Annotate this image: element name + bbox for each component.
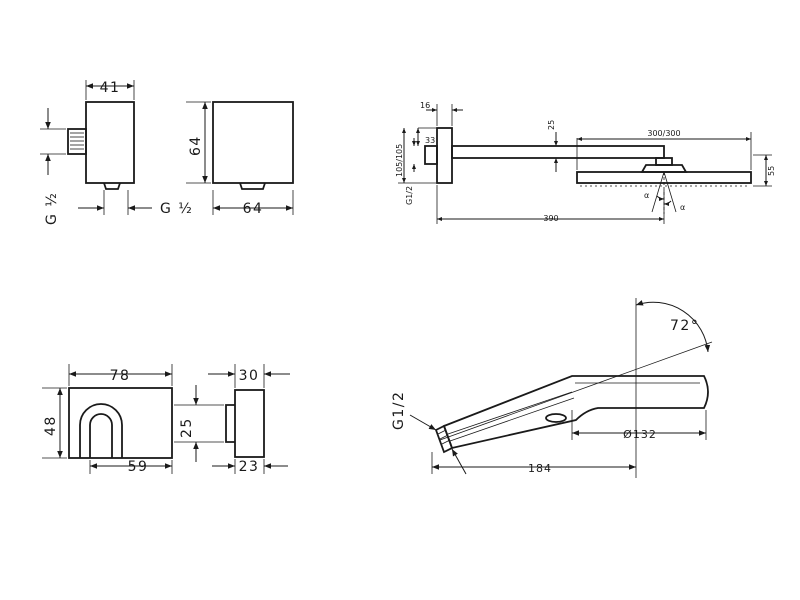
- outlet-connector: [67, 128, 87, 155]
- holder-side-base-label: 23: [239, 459, 260, 475]
- holder-opening-label: 59: [128, 459, 149, 475]
- holder-cradle: [79, 403, 123, 458]
- hand-shower-thread-label: G1/2: [391, 391, 407, 430]
- arm-wall-offset-label: 16: [420, 101, 430, 110]
- arm-head-height-label: 55: [767, 166, 776, 176]
- outlet-side-body: [85, 101, 135, 184]
- arm-thread-label: G1/2: [405, 186, 414, 205]
- holder-side-depth-label: 30: [239, 368, 260, 384]
- outlet-depth-label: 64: [243, 201, 264, 217]
- hand-shower-view: 72° G1/2 Ø132 184: [391, 298, 713, 478]
- outlet-width-label: 41: [100, 80, 121, 96]
- hand-shower-body: [442, 375, 709, 450]
- arm-head-size-label: 300/300: [647, 129, 680, 138]
- holder-width-label: 78: [110, 368, 131, 384]
- arm-pipe: [451, 145, 665, 159]
- holder-side-body: [234, 389, 265, 458]
- arm-plate-dim-label: 105/105: [395, 144, 404, 177]
- arm-wall-plate: [436, 127, 453, 184]
- shower-arm-view: 16 33 105/105 G1/2 25 300/300 55 390: [395, 101, 776, 224]
- outlet-thread-left-label: G ½: [44, 192, 60, 225]
- holder-side-height-label: 25: [179, 417, 195, 438]
- outlet-height-label: 64: [188, 135, 204, 156]
- holder-view: 78 48 59 25 30 23: [42, 364, 290, 475]
- hand-shower-length-label: 184: [528, 462, 552, 475]
- arm-angle-a-label: α: [644, 191, 649, 200]
- arm-length-label: 390: [543, 214, 558, 223]
- outlet-front-body: [212, 101, 294, 184]
- outlet-square-view: 41 G ½ G ½ 64 64: [40, 80, 294, 225]
- arm-plate-height-label: 33: [425, 136, 435, 145]
- arm-angle-b-label: α: [680, 203, 685, 212]
- holder-front-body: [68, 387, 173, 459]
- holder-height-label: 48: [43, 415, 59, 436]
- arm-thickness-label: 25: [547, 120, 556, 130]
- hand-shower-diameter-label: Ø132: [623, 428, 657, 441]
- outlet-thread-right-label: G ½: [160, 201, 193, 217]
- hand-shower-angle-label: 72°: [670, 318, 699, 334]
